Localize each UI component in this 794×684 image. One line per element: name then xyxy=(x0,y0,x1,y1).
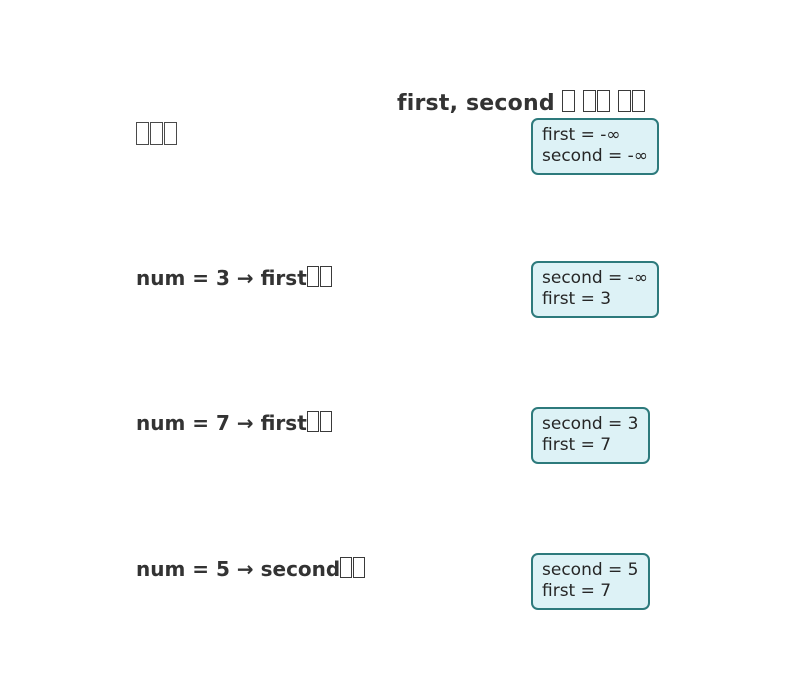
page-title-text: first, second xyxy=(397,91,555,116)
missing-glyph-icon xyxy=(596,90,610,112)
step-label-text: num = 7 → first xyxy=(136,411,307,435)
state-box-num-5: second = 5 first = 7 xyxy=(531,553,650,610)
step-label-tofu-glyphs xyxy=(136,120,178,150)
step-label-tofu-glyphs xyxy=(306,409,333,437)
state-line-second: second = -∞ xyxy=(542,146,648,166)
missing-glyph-icon xyxy=(164,122,177,145)
missing-glyph-icon xyxy=(306,266,319,287)
step-label-text: num = 5 → second xyxy=(136,557,341,581)
state-line-first: first = 7 xyxy=(542,581,612,601)
step-label-num-5: num = 5 → second xyxy=(136,555,366,583)
missing-glyph-icon xyxy=(561,90,575,112)
step-label-num-3: num = 3 → first xyxy=(136,264,333,292)
missing-glyph-icon xyxy=(582,90,596,112)
step-label-tofu-glyphs xyxy=(340,555,366,583)
state-box-num-3: second = -∞ first = 3 xyxy=(531,261,659,318)
title-tofu-glyphs xyxy=(555,88,646,119)
step-label-text: num = 3 → first xyxy=(136,266,307,290)
step-label-num-7: num = 7 → first xyxy=(136,409,333,437)
missing-glyph-icon xyxy=(353,557,366,578)
missing-glyph-icon xyxy=(306,411,319,432)
state-line-first: first = 7 xyxy=(542,435,612,455)
state-box-initial: first = -∞ second = -∞ xyxy=(531,118,659,175)
missing-glyph-icon xyxy=(150,122,163,145)
missing-glyph-icon xyxy=(617,90,631,112)
state-line-first: first = 3 xyxy=(542,289,612,309)
missing-glyph-icon xyxy=(631,90,645,112)
missing-glyph-icon xyxy=(319,266,332,287)
step-label-tofu-glyphs xyxy=(306,264,333,292)
missing-glyph-icon xyxy=(319,411,332,432)
step-label-initial xyxy=(136,120,178,150)
state-line-second: second = 5 xyxy=(542,560,639,580)
state-line-second: second = 3 xyxy=(542,414,639,434)
state-box-num-7: second = 3 first = 7 xyxy=(531,407,650,464)
missing-glyph-icon xyxy=(136,122,149,145)
missing-glyph-icon xyxy=(340,557,353,578)
page-title: first, second xyxy=(397,88,646,119)
state-line-second: second = -∞ xyxy=(542,268,648,288)
state-line-first: first = -∞ xyxy=(542,125,621,145)
